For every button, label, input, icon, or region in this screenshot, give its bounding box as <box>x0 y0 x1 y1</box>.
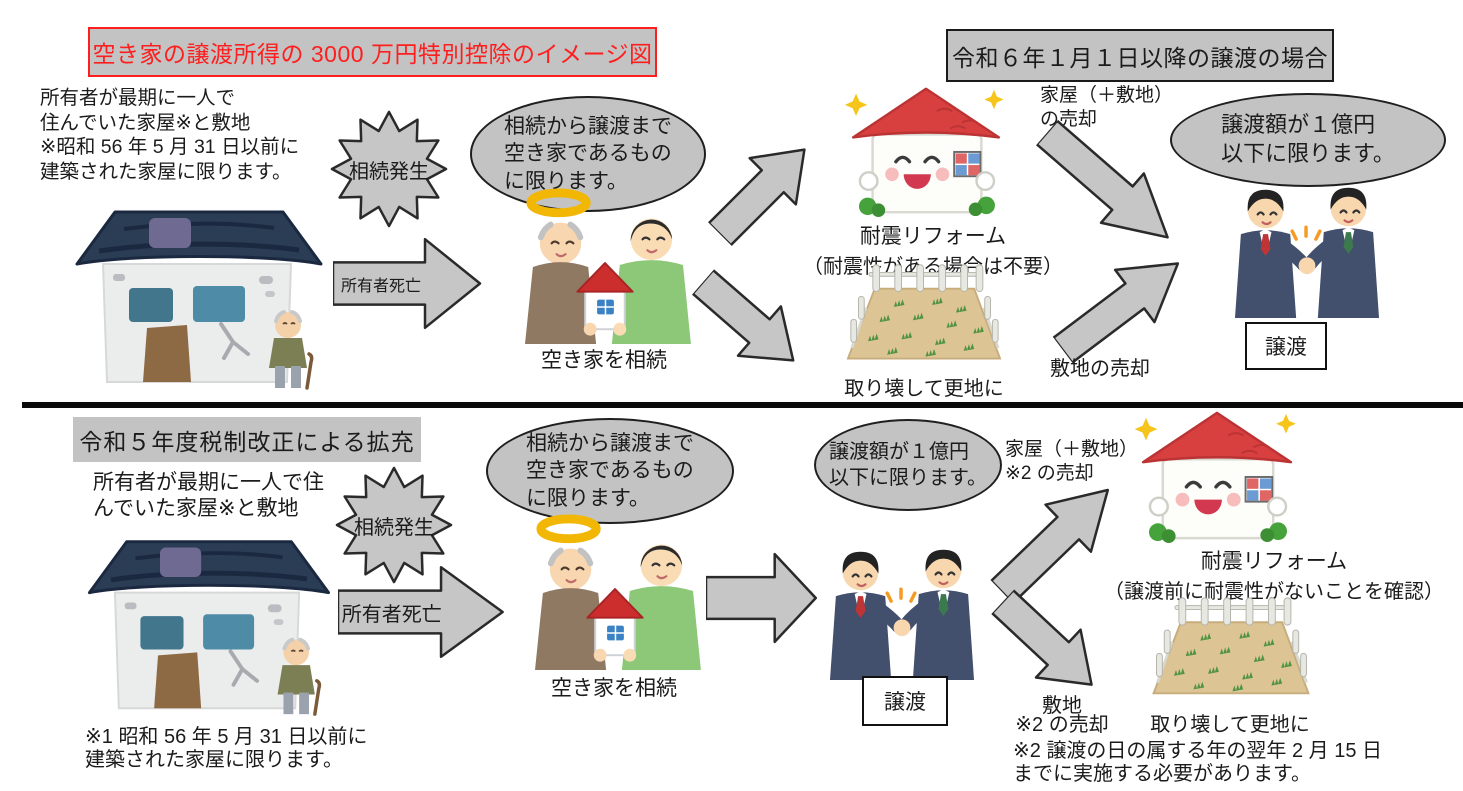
inherit-caption-2: 空き家を相続 <box>551 677 677 700</box>
owner-death-arrow-2: 所有者死亡 <box>338 564 506 660</box>
inheritance-burst-2: 相続発生 <box>335 464 453 586</box>
note-2: ※2 譲渡の日の属する年の翌年 2 月 15 日 までに実施する必要があります。 <box>1013 740 1383 785</box>
owner-death-label: 所有者死亡 <box>340 277 421 295</box>
diagram-title: 空き家の譲渡所得の 3000 万円特別控除のイメージ図 <box>92 41 653 67</box>
land-sale-label: 敷地の売却 <box>1050 358 1150 380</box>
inherit-illustration-2 <box>515 514 713 672</box>
retrofit-note: （耐震性がある場合は不要） <box>803 256 1063 278</box>
inheritance-burst: 相続発生 <box>330 108 448 230</box>
price-condition-bubble-2: 譲渡額が１億円 以下に限ります。 <box>814 419 1002 511</box>
vacancy-condition-text: 相続から譲渡まで 空き家であるもの に限ります。 <box>504 115 672 193</box>
bottom-owner-note: 所有者が最期に一人で住 んでいた家屋※と敷地 <box>93 471 324 520</box>
inheritance-burst-label-2: 相続発生 <box>354 516 434 539</box>
transfer-box-2: 譲渡 <box>862 676 948 726</box>
transfer-box: 譲渡 <box>1245 322 1327 370</box>
transfer-label-2: 譲渡 <box>884 691 926 714</box>
retrofit-caption-block-2: 耐震リフォーム （譲渡前に耐震性がないことを確認） <box>1085 545 1463 604</box>
owner-death-arrow: 所有者死亡 <box>333 236 483 331</box>
vacancy-condition-bubble: 相続から譲渡まで 空き家であるもの に限ります。 <box>470 96 706 212</box>
section-divider <box>22 402 1463 408</box>
top-case-box: 令和６年１月１日以降の譲渡の場合 <box>946 29 1334 82</box>
bottom-title-box: 令和５年度税制改正による拡充 <box>73 417 421 462</box>
retrofit-caption: 耐震リフォーム <box>859 225 1007 248</box>
vacancy-condition-bubble-2: 相続から譲渡まで 空き家であるもの に限ります。 <box>486 418 734 524</box>
land-sale-label-2: 敷地 ※2 の売却 <box>1015 695 1109 736</box>
owner-death-label-2: 所有者死亡 <box>341 603 442 626</box>
note-1: ※1 昭和 56 年 5 月 31 日以前に 建築された家屋に限ります。 <box>85 726 368 771</box>
price-condition-bubble: 譲渡額が１億円 以下に限ります。 <box>1170 93 1446 187</box>
retrofit-caption-2: 耐震リフォーム <box>1200 550 1348 573</box>
vacancy-condition-text-2: 相続から譲渡まで 空き家であるもの に限ります。 <box>526 432 694 510</box>
top-owner-note: 所有者が最期に一人で 住んでいた家屋※と敷地 ※昭和 56 年 5 月 31 日… <box>40 87 300 183</box>
demolish-caption-2: 取り壊して更地に <box>1150 714 1310 736</box>
demolish-caption: 取り壊して更地に <box>844 378 1004 400</box>
retrofit-note-2: （譲渡前に耐震性がないことを確認） <box>1104 581 1444 603</box>
retrofit-caption-block: 耐震リフォーム （耐震性がある場合は不要） <box>783 220 1083 279</box>
inheritance-burst-label: 相続発生 <box>349 160 429 183</box>
vacant-lot-illustration-2 <box>1145 593 1317 705</box>
price-condition-text-2: 譲渡額が１億円 以下に限ります。 <box>829 441 987 489</box>
top-case-label: 令和６年１月１日以降の譲渡の場合 <box>952 44 1328 71</box>
inherit-caption: 空き家を相続 <box>541 349 667 372</box>
transfer-label: 譲渡 <box>1265 336 1307 359</box>
price-condition-text: 譲渡額が１億円 以下に限ります。 <box>1221 112 1395 166</box>
diagram-title-box: 空き家の譲渡所得の 3000 万円特別控除のイメージ図 <box>88 27 657 77</box>
arrow-to-transfer <box>706 551 818 645</box>
handshake-illustration-2 <box>812 534 992 682</box>
bottom-title: 令和５年度税制改正による拡充 <box>79 428 415 455</box>
happy-house-illustration-2 <box>1133 406 1301 544</box>
house-sale-label-2: 家屋（＋敷地） ※2 の売却 <box>1005 439 1139 484</box>
old-house-illustration-2 <box>78 526 340 722</box>
